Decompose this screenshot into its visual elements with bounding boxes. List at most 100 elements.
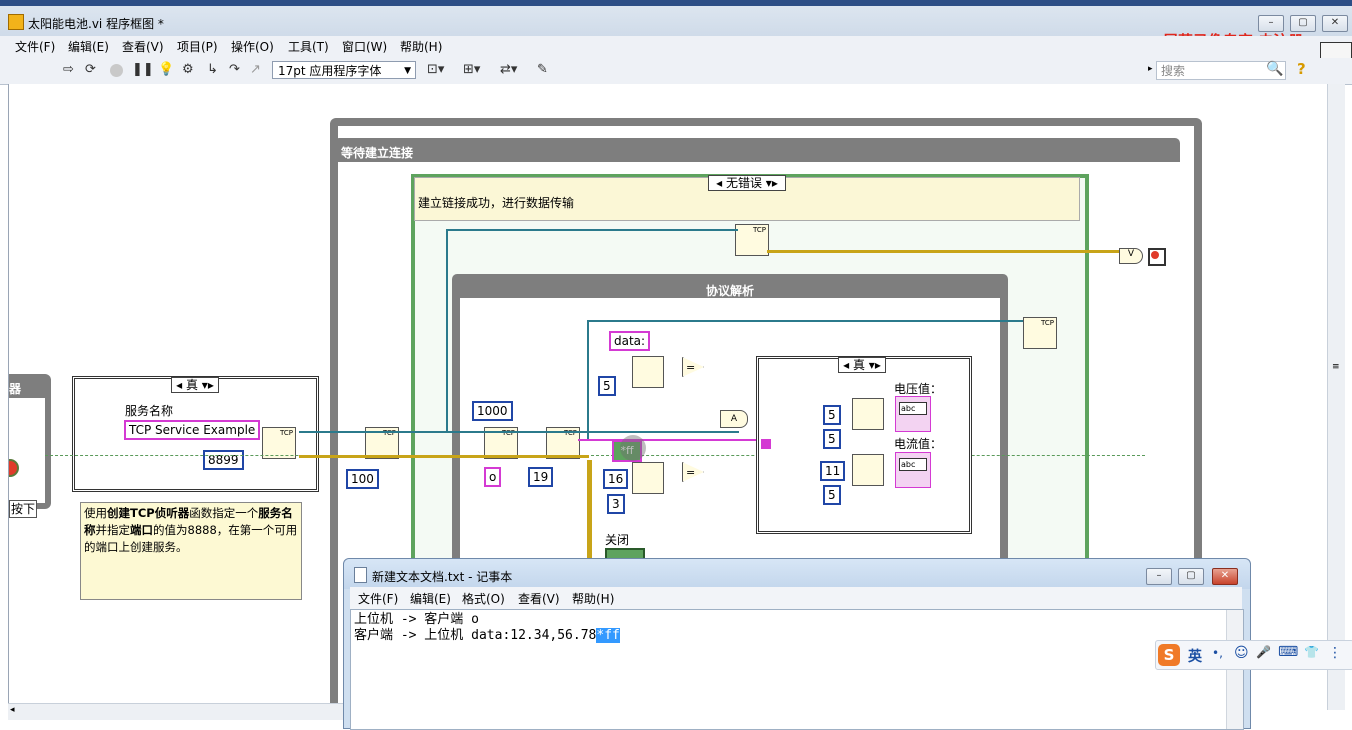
emoji-icon[interactable]: ☺ bbox=[1234, 645, 1249, 661]
notepad-menu-edit[interactable]: 编辑(E) bbox=[410, 592, 451, 606]
menu-help[interactable]: 帮助(H) bbox=[400, 40, 443, 54]
labview-icon bbox=[8, 14, 24, 30]
notepad-menu-help[interactable]: 帮助(H) bbox=[572, 592, 615, 606]
notepad-menu-file[interactable]: 文件(F) bbox=[358, 592, 399, 606]
offset-5-constant[interactable]: 5 bbox=[598, 376, 616, 396]
tcp-tag: TCP bbox=[502, 429, 515, 437]
voltage-length-constant[interactable]: 5 bbox=[823, 429, 841, 449]
length-3-constant[interactable]: 3 bbox=[607, 494, 625, 514]
bytes-to-read-constant[interactable]: 1000 bbox=[472, 401, 513, 421]
keyboard-icon[interactable]: ⌨ bbox=[1278, 644, 1299, 660]
case-selector-value: 真 bbox=[852, 358, 865, 372]
maximize-button[interactable]: ▢ bbox=[1290, 15, 1316, 32]
tcp-close-node[interactable]: TCP bbox=[1023, 317, 1057, 349]
scroll-left-icon[interactable]: ◂ bbox=[10, 705, 15, 715]
note-bold-service: 服务名称 bbox=[84, 506, 293, 537]
align-icon[interactable]: ⊡▾ bbox=[427, 62, 445, 77]
notepad-line-1: 上位机 -> 客户端 o bbox=[354, 612, 479, 627]
notepad-line-2-text: 客户端 -> 上位机 data:12.34,56.78 bbox=[354, 628, 597, 643]
or-node[interactable]: V bbox=[1119, 248, 1143, 264]
notepad-selection: *ff bbox=[596, 628, 620, 643]
step-over-icon[interactable]: ↷ bbox=[229, 62, 240, 77]
help-icon[interactable]: ? bbox=[1297, 60, 1306, 78]
notepad-menu-view[interactable]: 查看(V) bbox=[518, 592, 560, 606]
cleanup-diagram-icon[interactable]: ✎ bbox=[537, 62, 548, 77]
highlight-bulb-icon[interactable]: 💡 bbox=[158, 62, 175, 77]
horizontal-scrollbar[interactable]: ◂ bbox=[8, 703, 344, 720]
step-out-icon[interactable]: ↗ bbox=[250, 62, 261, 77]
string-subset-node[interactable] bbox=[632, 462, 664, 494]
close-button[interactable]: ✕ bbox=[1322, 15, 1348, 32]
menu-file[interactable]: 文件(F) bbox=[15, 40, 56, 54]
wait-frame-header bbox=[334, 138, 1180, 162]
search-arrow-icon: ▸ bbox=[1148, 64, 1153, 74]
abort-icon[interactable] bbox=[110, 64, 123, 77]
case-selector-no-error[interactable]: ◂ 无错误 ▾▸ bbox=[708, 175, 786, 191]
case-selector-true[interactable]: ◂ 真 ▾▸ bbox=[171, 377, 219, 393]
menu-window[interactable]: 窗口(W) bbox=[342, 40, 388, 54]
string-subset-node[interactable] bbox=[632, 356, 664, 388]
refnum-wire bbox=[587, 320, 589, 440]
tcp-tag: TCP bbox=[383, 429, 396, 437]
menu-tools[interactable]: 工具(T) bbox=[288, 40, 329, 54]
tcp-close-node[interactable]: TCP bbox=[735, 224, 769, 256]
menu-view[interactable]: 查看(V) bbox=[122, 40, 164, 54]
string-subset-node[interactable] bbox=[852, 454, 884, 486]
notepad-text-area[interactable]: 上位机 -> 客户端 o 客户端 -> 上位机 data:12.34,56.78… bbox=[350, 609, 1244, 730]
reorder-icon[interactable]: ⇄▾ bbox=[500, 62, 518, 77]
run-continuously-icon[interactable]: ⟳ bbox=[85, 62, 96, 77]
current-offset-constant[interactable]: 11 bbox=[820, 461, 846, 481]
notepad-close-button[interactable]: ✕ bbox=[1212, 568, 1238, 585]
pause-icon[interactable]: ❚❚ bbox=[132, 62, 154, 77]
punctuation-icon[interactable]: •, bbox=[1212, 646, 1223, 660]
mode-constant[interactable]: o bbox=[484, 467, 502, 487]
step-into-icon[interactable]: ↳ bbox=[207, 62, 218, 77]
menu-project[interactable]: 项目(P) bbox=[177, 40, 218, 54]
ff-suffix-constant[interactable]: *ff bbox=[612, 440, 642, 462]
scroll-grip-icon: ≡ bbox=[1332, 362, 1340, 372]
string-subset-node[interactable] bbox=[852, 398, 884, 430]
indicator-abc: abc bbox=[899, 402, 927, 415]
notepad-menu-bar bbox=[350, 587, 1242, 609]
timeout-100-constant[interactable]: 100 bbox=[346, 469, 379, 489]
wait-frame-title-text: 等待建立连接 bbox=[341, 146, 414, 160]
tcp-listen-node[interactable]: TCP bbox=[262, 427, 296, 459]
notepad-menu-format[interactable]: 格式(O) bbox=[462, 592, 505, 606]
menu-operate[interactable]: 操作(O) bbox=[231, 40, 274, 54]
skin-icon[interactable]: 👕 bbox=[1304, 645, 1319, 659]
ime-language[interactable]: 英 bbox=[1188, 649, 1202, 665]
search-input[interactable]: 搜索 bbox=[1156, 61, 1286, 80]
voltage-indicator[interactable]: abc bbox=[895, 396, 931, 432]
voltage-offset-constant[interactable]: 5 bbox=[823, 405, 841, 425]
close-label: 关闭 bbox=[605, 533, 630, 547]
vertical-scrollbar[interactable]: ≡ bbox=[1327, 84, 1345, 710]
case-tunnel bbox=[761, 439, 771, 449]
and-node[interactable]: A bbox=[720, 410, 748, 428]
data-prefix-constant[interactable]: data: bbox=[609, 331, 651, 351]
distribute-icon[interactable]: ⊞▾ bbox=[463, 62, 481, 77]
note-bold-function: 创建TCP侦听器 bbox=[107, 506, 190, 520]
note-text: 并指定 bbox=[95, 523, 131, 537]
note-text: 使用 bbox=[84, 506, 107, 520]
minimize-button[interactable]: – bbox=[1258, 15, 1284, 32]
menu-edit[interactable]: 编辑(E) bbox=[68, 40, 109, 54]
sogou-logo-icon[interactable]: S bbox=[1158, 644, 1180, 666]
stop-button-terminal[interactable] bbox=[9, 459, 19, 477]
search-icon[interactable]: 🔍 bbox=[1266, 61, 1284, 77]
notepad-maximize-button[interactable]: ▢ bbox=[1178, 568, 1204, 585]
timeout-constant[interactable]: 19 bbox=[528, 467, 554, 487]
more-icon[interactable]: ⋮ bbox=[1328, 645, 1342, 661]
run-arrow-icon[interactable]: ⇨ bbox=[63, 62, 74, 77]
font-select[interactable]: 17pt 应用程序字体▼ bbox=[272, 61, 416, 79]
current-length-constant[interactable]: 5 bbox=[823, 485, 841, 505]
microphone-icon[interactable]: 🎤 bbox=[1256, 645, 1271, 659]
notepad-title: 新建文本文档.txt - 记事本 bbox=[372, 570, 513, 584]
port-constant[interactable]: 8899 bbox=[203, 450, 244, 470]
offset-16-constant[interactable]: 16 bbox=[603, 469, 629, 489]
stop-terminal[interactable] bbox=[1148, 248, 1166, 266]
service-name-constant[interactable]: TCP Service Example bbox=[124, 420, 261, 440]
notepad-minimize-button[interactable]: – bbox=[1146, 568, 1172, 585]
retain-wire-icon[interactable]: ⚙ bbox=[182, 62, 194, 77]
case-selector-true[interactable]: ◂ 真 ▾▸ bbox=[838, 357, 886, 373]
current-indicator[interactable]: abc bbox=[895, 452, 931, 488]
